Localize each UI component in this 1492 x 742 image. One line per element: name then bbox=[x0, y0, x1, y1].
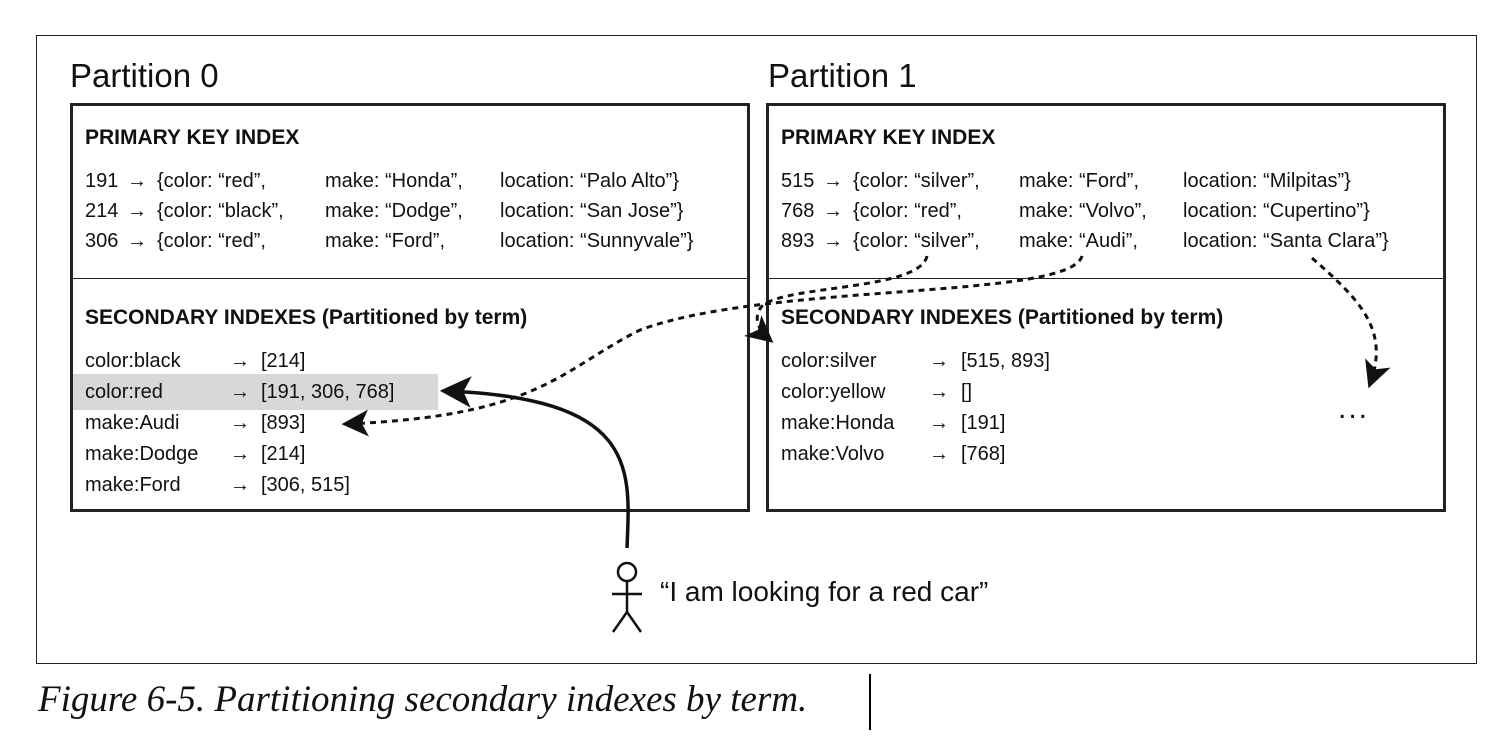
row-color: {color: “red”, bbox=[157, 230, 266, 252]
highlighted-row-background bbox=[73, 374, 438, 410]
stick-figure-icon bbox=[611, 561, 643, 633]
row-make: make: “Audi”, bbox=[1019, 230, 1138, 252]
row-arrow: → bbox=[929, 412, 949, 434]
partition-0-box: PRIMARY KEY INDEX 191 → {color: “red”, m… bbox=[70, 103, 750, 512]
row-arrow: → bbox=[127, 200, 147, 222]
row-arrow: → bbox=[823, 230, 843, 252]
row-location: location: “San Jose”} bbox=[500, 200, 684, 222]
row-ids: [306, 515] bbox=[261, 474, 350, 496]
row-make: make: “Ford”, bbox=[1019, 170, 1140, 192]
more-partitions-ellipsis: ... bbox=[1338, 392, 1370, 425]
row-arrow: → bbox=[929, 381, 949, 403]
row-ids: [191, 306, 768] bbox=[261, 381, 395, 403]
row-ids: [893] bbox=[261, 412, 306, 434]
row-color: {color: “red”, bbox=[157, 170, 266, 192]
text-cursor bbox=[869, 674, 871, 730]
row-location: location: “Santa Clara”} bbox=[1183, 230, 1389, 252]
row-color: {color: “black”, bbox=[157, 200, 284, 222]
row-make: make: “Dodge”, bbox=[325, 200, 463, 222]
row-key: 893 bbox=[781, 230, 815, 252]
row-term: make:Audi bbox=[85, 412, 180, 434]
row-ids: [515, 893] bbox=[961, 350, 1050, 372]
query-arrow bbox=[439, 376, 630, 549]
row-term: make:Ford bbox=[85, 474, 181, 496]
row-term: make:Dodge bbox=[85, 443, 199, 465]
row-key: 515 bbox=[781, 170, 815, 192]
update-arrow-elsewhere bbox=[1311, 256, 1391, 389]
row-arrow: → bbox=[230, 412, 250, 434]
row-location: location: “Cupertino”} bbox=[1183, 200, 1370, 222]
partition-1-box: PRIMARY KEY INDEX 515 → {color: “silver”… bbox=[766, 103, 1446, 512]
row-make: make: “Volvo”, bbox=[1019, 200, 1147, 222]
row-term: make:Volvo bbox=[781, 443, 885, 465]
row-color: {color: “red”, bbox=[853, 200, 962, 222]
partition-0-title: Partition 0 bbox=[70, 57, 219, 94]
row-key: 768 bbox=[781, 200, 815, 222]
secondary-indexes-title: SECONDARY INDEXES (Partitioned by term) bbox=[781, 306, 1224, 329]
user-query-quote: “I am looking for a red car” bbox=[660, 576, 989, 607]
row-location: location: “Sunnyvale”} bbox=[500, 230, 694, 252]
row-arrow: → bbox=[823, 170, 843, 192]
row-ids: [768] bbox=[961, 443, 1006, 465]
row-ids: [214] bbox=[261, 350, 306, 372]
update-arrow-audi bbox=[341, 255, 1084, 437]
row-key: 214 bbox=[85, 200, 119, 222]
index-divider bbox=[769, 278, 1443, 279]
row-key: 306 bbox=[85, 230, 119, 252]
diagram-frame bbox=[36, 35, 1477, 664]
partition-1-title: Partition 1 bbox=[768, 57, 917, 94]
row-location: location: “Palo Alto”} bbox=[500, 170, 679, 192]
row-term: color:yellow bbox=[781, 381, 886, 403]
row-ids: [214] bbox=[261, 443, 306, 465]
row-arrow: → bbox=[230, 381, 250, 403]
update-arrow-silver bbox=[744, 255, 929, 343]
row-make: make: “Honda”, bbox=[325, 170, 463, 192]
row-term: color:silver bbox=[781, 350, 877, 372]
row-arrow: → bbox=[823, 200, 843, 222]
row-arrow: → bbox=[230, 474, 250, 496]
row-ids: [191] bbox=[961, 412, 1006, 434]
row-make: make: “Ford”, bbox=[325, 230, 446, 252]
row-arrow: → bbox=[127, 170, 147, 192]
row-term: color:red bbox=[85, 381, 163, 403]
row-arrow: → bbox=[230, 350, 250, 372]
row-location: location: “Milpitas”} bbox=[1183, 170, 1351, 192]
index-divider bbox=[73, 278, 747, 279]
primary-key-index-title: PRIMARY KEY INDEX bbox=[85, 126, 300, 149]
row-arrow: → bbox=[929, 350, 949, 372]
row-ids: [] bbox=[961, 381, 973, 403]
secondary-indexes-title: SECONDARY INDEXES (Partitioned by term) bbox=[85, 306, 528, 329]
row-arrow: → bbox=[230, 443, 250, 465]
row-arrow: → bbox=[929, 443, 949, 465]
row-arrow: → bbox=[127, 230, 147, 252]
primary-key-index-title: PRIMARY KEY INDEX bbox=[781, 126, 996, 149]
row-color: {color: “silver”, bbox=[853, 230, 980, 252]
figure-caption: Figure 6-5. Partitioning secondary index… bbox=[38, 679, 808, 720]
row-color: {color: “silver”, bbox=[853, 170, 980, 192]
row-key: 191 bbox=[85, 170, 119, 192]
row-term: color:black bbox=[85, 350, 181, 372]
row-term: make:Honda bbox=[781, 412, 895, 434]
